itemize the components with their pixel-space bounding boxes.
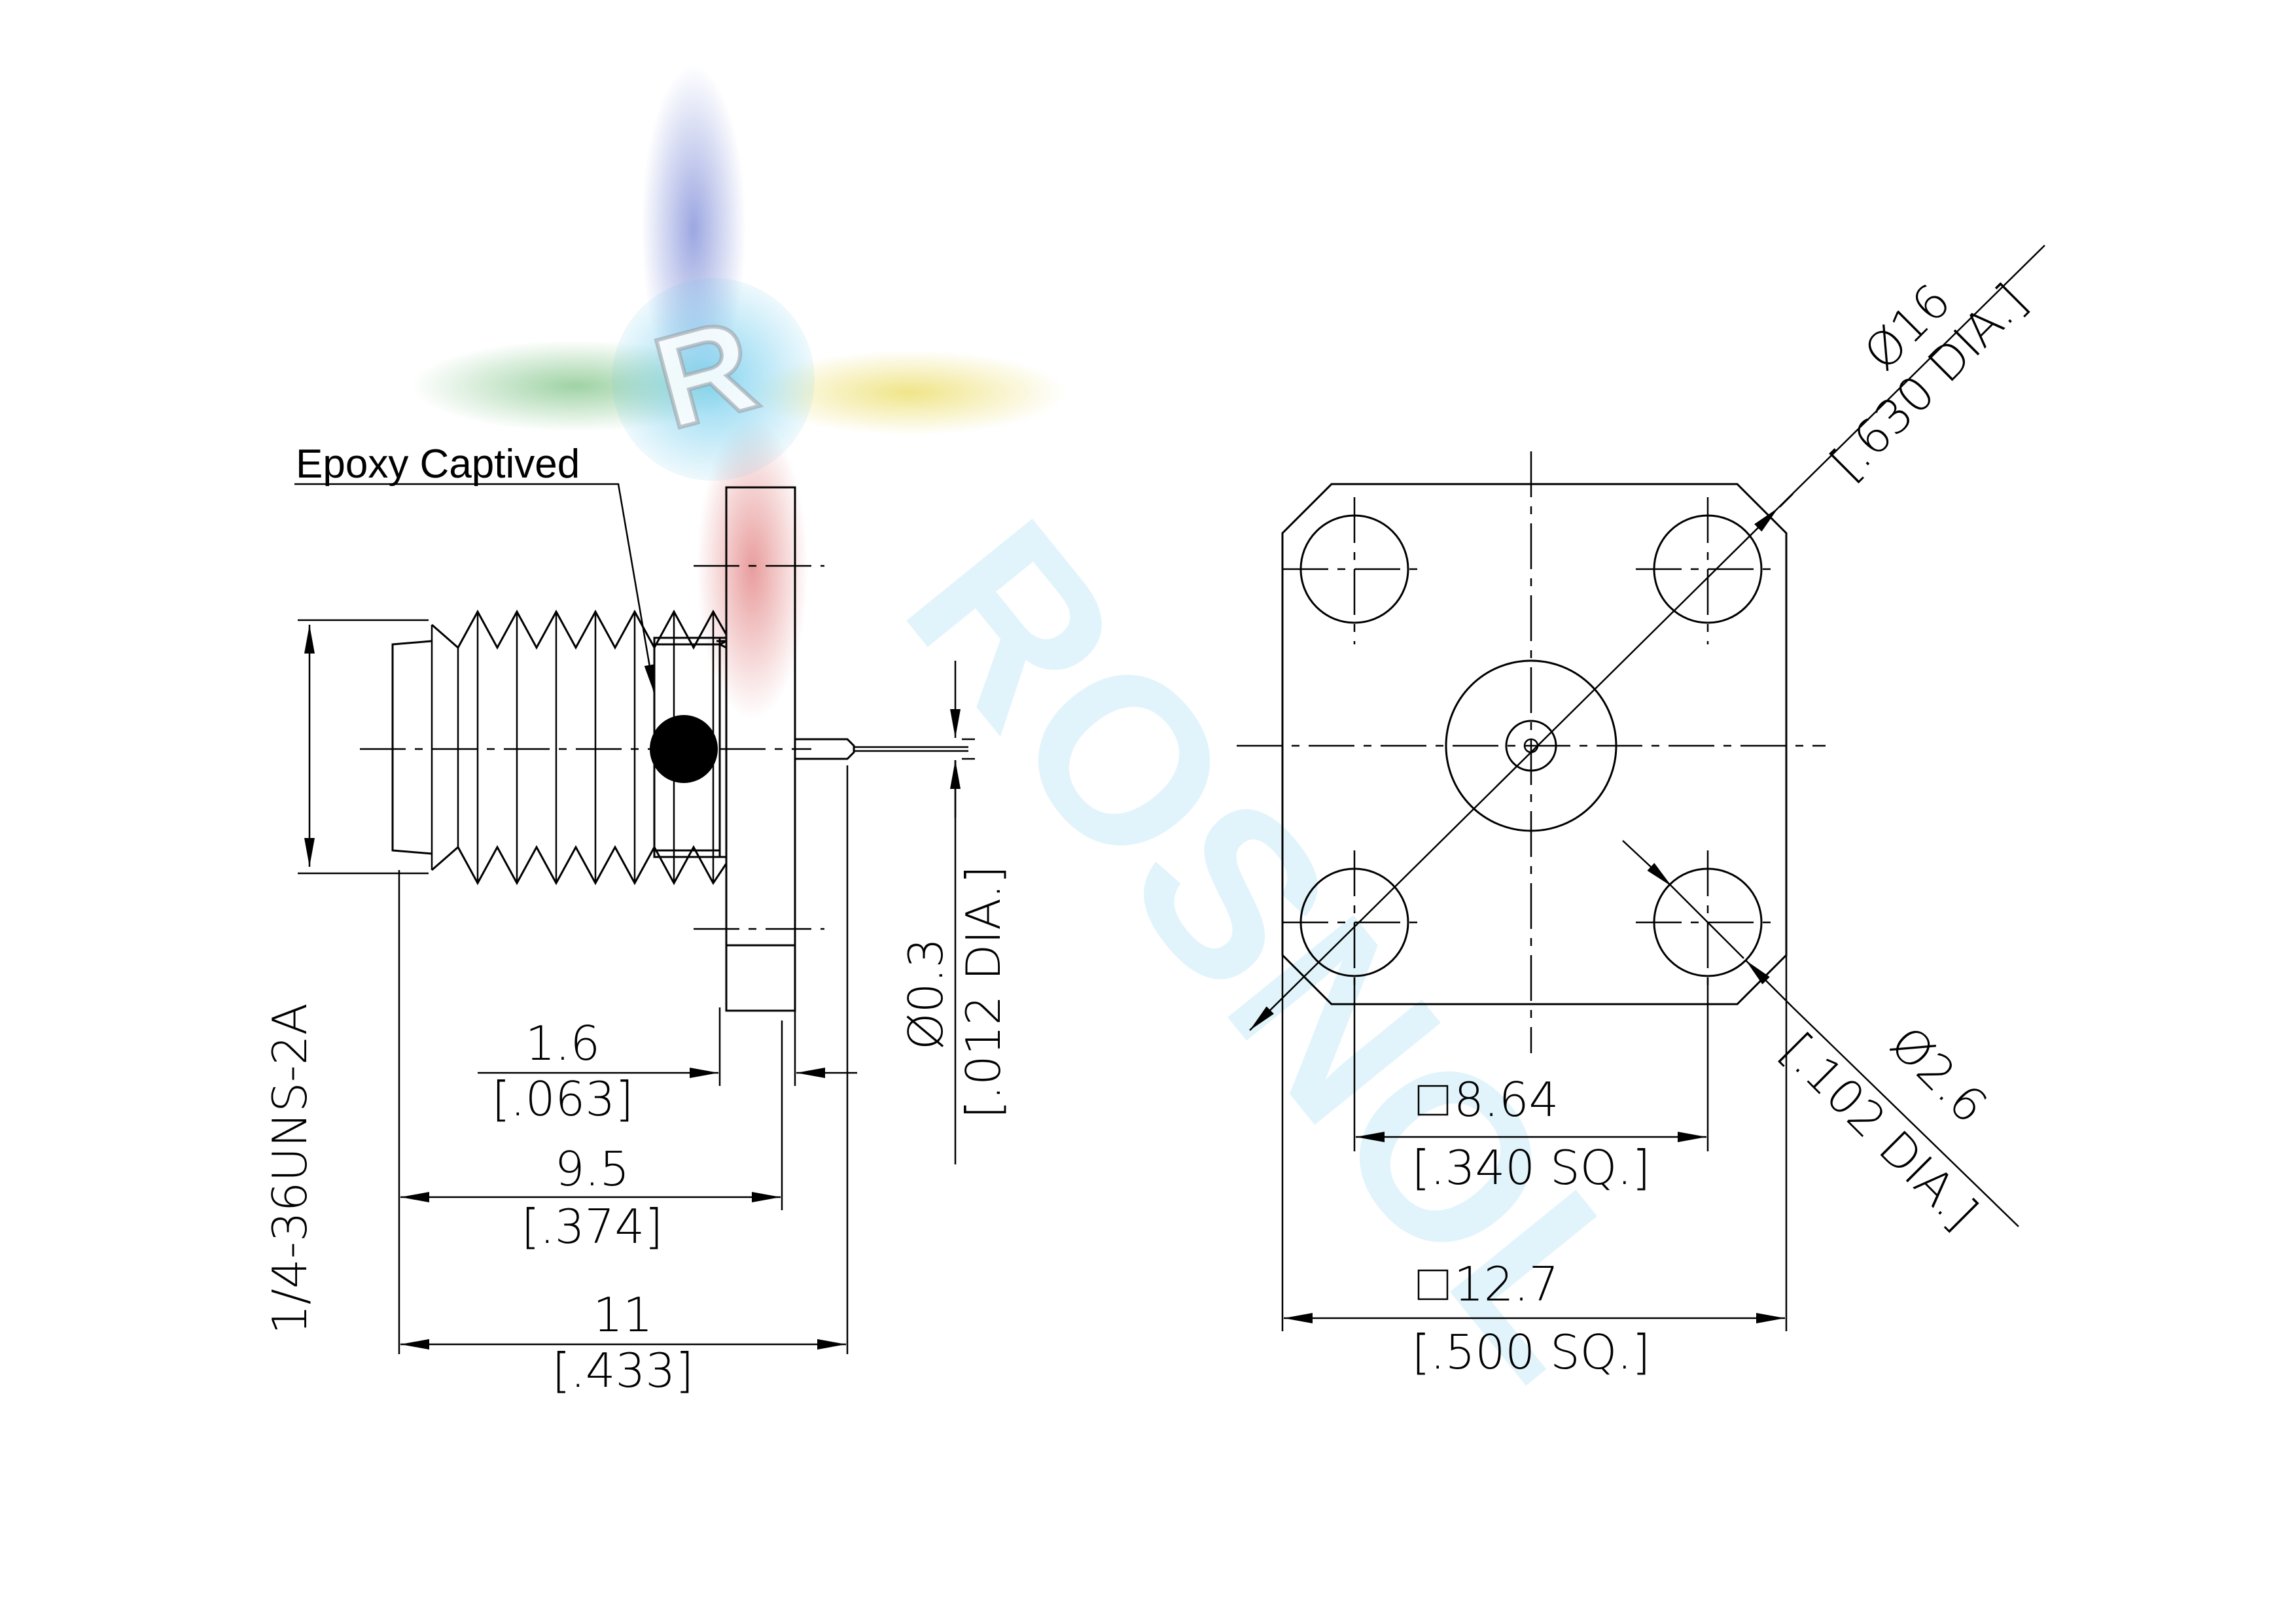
pin-dia-mm: Ø0.3: [898, 938, 953, 1050]
flange-thickness-mm: 1.6: [525, 1016, 601, 1071]
side-view: [360, 486, 968, 1012]
company-logo-icon: R: [412, 65, 1067, 720]
front-view-dimensions: [1249, 245, 2045, 1331]
pin-dia-in: [.012 DIA.]: [956, 865, 1011, 1119]
hole-spacing-in: [.340 SQ.]: [1412, 1140, 1651, 1195]
overall-length-in: [.433]: [552, 1343, 694, 1398]
body-length-mm: 9.5: [555, 1142, 630, 1196]
body-length-in: [.374]: [521, 1199, 663, 1254]
flange-thickness-in: [.063]: [492, 1072, 634, 1126]
flange-size-mm: 12.7: [1454, 1257, 1559, 1312]
side-view-dimensions: [294, 483, 975, 1354]
overall-length-mm: 11: [593, 1287, 653, 1342]
thread-spec-label: 1/4-36UNS-2A: [262, 1003, 317, 1335]
flange-size-in: [.500 SQ.]: [1412, 1325, 1651, 1380]
epoxy-captived-callout: Epoxy Captived: [296, 442, 580, 487]
hole-spacing-mm: 8.64: [1454, 1072, 1559, 1127]
